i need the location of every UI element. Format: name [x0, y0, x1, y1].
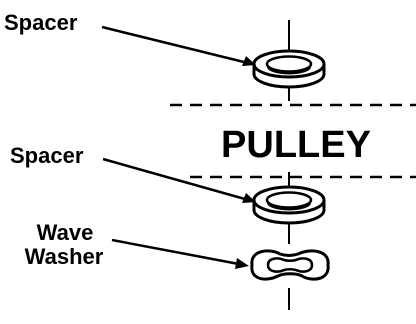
arrowhead-spacer-top	[242, 56, 256, 66]
label-wave-washer-line2: Washer	[25, 244, 104, 269]
leader-spacer-bottom	[102, 157, 253, 203]
label-spacer-top: Spacer	[4, 10, 78, 35]
pulley-title: PULLEY	[221, 124, 371, 166]
wave-washer	[250, 249, 330, 281]
leader-wave-washer	[111, 238, 245, 267]
spacer-top	[252, 49, 326, 89]
label-spacer-bottom: Spacer	[10, 143, 84, 168]
leader-spacer-top	[101, 25, 253, 66]
label-wave-washer-line1: Wave	[37, 220, 94, 245]
arrowhead-wave-washer	[235, 258, 249, 269]
arrowhead-spacer-bottom	[242, 193, 256, 203]
spacer-bottom	[252, 185, 326, 225]
